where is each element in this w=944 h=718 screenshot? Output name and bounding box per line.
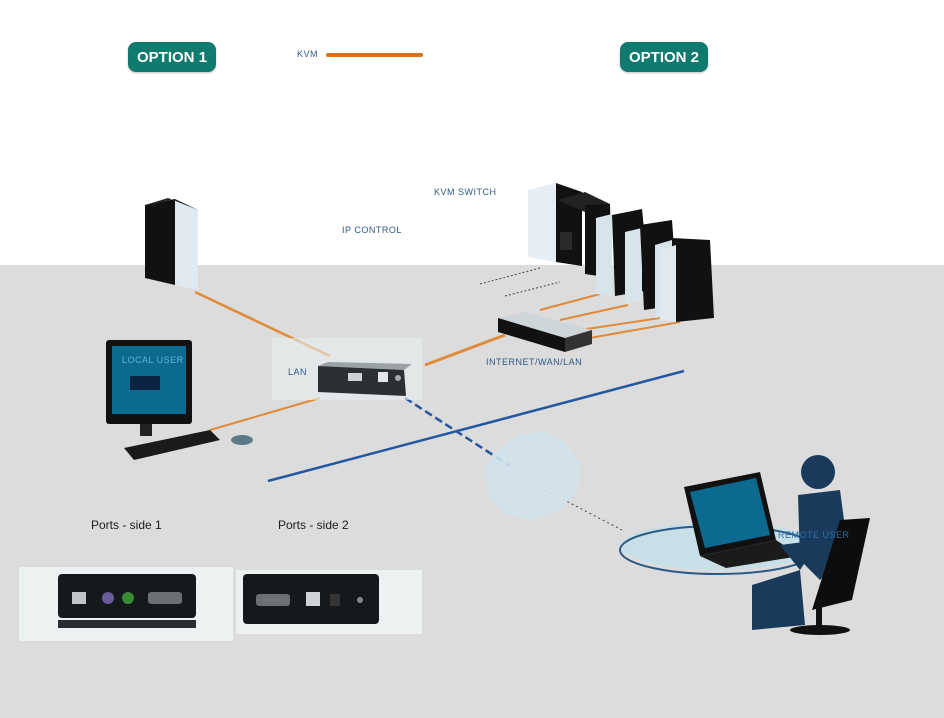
network-line-to-cloud (404, 396, 511, 468)
connector-switch-server4 (589, 321, 681, 339)
remote-laptop (684, 472, 800, 568)
option2-button: OPTION 2 (620, 42, 708, 72)
ip-kvm-device (318, 362, 412, 396)
local-user-label: LOCAL USER (122, 355, 184, 365)
connector-monitor-to-kvm (209, 397, 321, 431)
connector-switch-server1 (539, 293, 601, 311)
network-line-main (267, 369, 685, 483)
dotted-lead-2 (504, 281, 561, 297)
kvm-legend-label: KVM (297, 49, 319, 59)
connector-switch-server2 (559, 304, 629, 321)
lan-label: LAN (288, 367, 308, 377)
local-monitor (106, 340, 192, 436)
floor-background (0, 265, 944, 718)
ports-side2-photo (236, 570, 422, 634)
ip-control-label: IP CONTROL (342, 225, 402, 235)
ports-side1-photo (19, 567, 233, 641)
server-tower-left (145, 198, 198, 290)
local-keyboard (124, 430, 220, 460)
kvm-switch-box (498, 312, 592, 352)
internet-cloud (486, 432, 580, 520)
ports-side2-caption: Ports - side 2 (278, 518, 349, 532)
connector-switch-server3 (579, 317, 661, 331)
local-mouse (231, 435, 253, 445)
remote-user-figure (752, 455, 870, 635)
internet-label: INTERNET/WAN/LAN (486, 357, 583, 367)
server-tower-2 (557, 192, 612, 296)
remote-user-label: REMOTE USER (778, 530, 850, 540)
ports-side1-caption: Ports - side 1 (91, 518, 162, 532)
kvm-switch-label: KVM SWITCH (434, 187, 497, 197)
server-tower-5 (660, 238, 714, 322)
option1-button: OPTION 1 (128, 42, 216, 72)
connector-kvm-to-switch (424, 333, 506, 367)
